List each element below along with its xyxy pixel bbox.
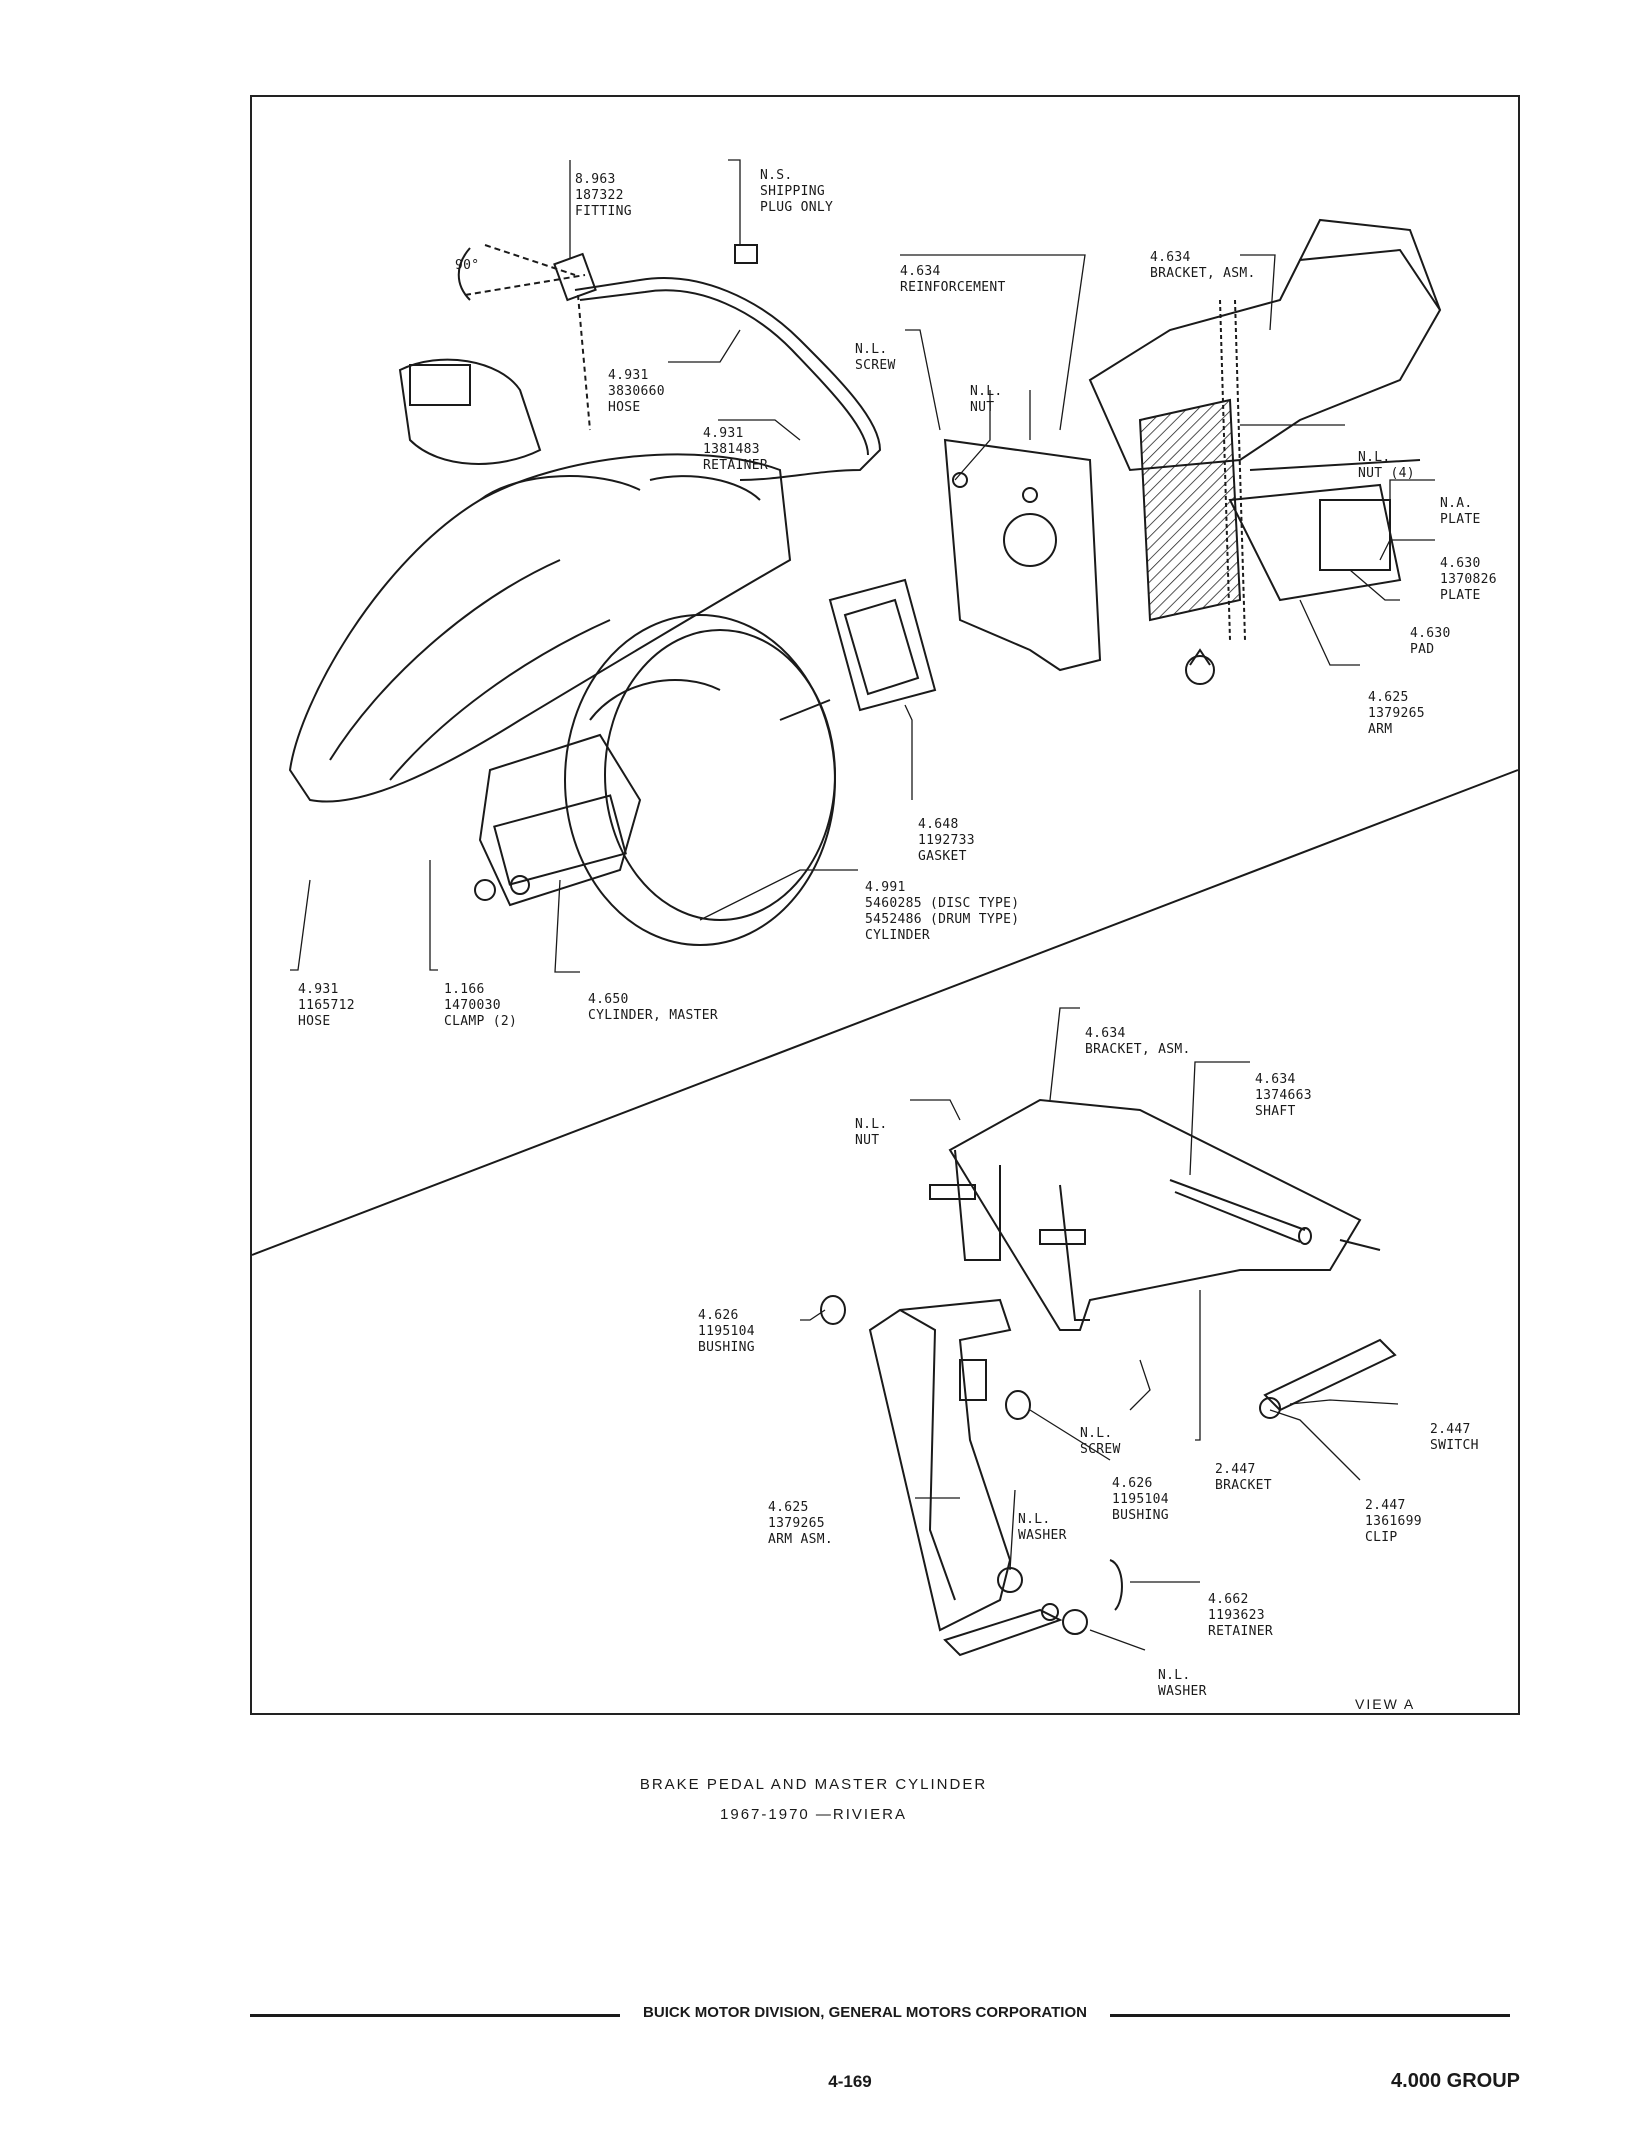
- view-a-switch: [1259, 1338, 1397, 1419]
- brake-hose-line: [574, 277, 882, 481]
- brake-arm-top: [1228, 459, 1421, 602]
- gasket-part: [828, 578, 937, 712]
- callout-nut4: N.L.NUT (4): [1358, 450, 1415, 481]
- footer-division: BUICK MOTOR DIVISION, GENERAL MOTORS COR…: [643, 2004, 1087, 2021]
- callout-screw-top: N.L.SCREW: [855, 342, 896, 373]
- illustration-frame: [250, 95, 1520, 1715]
- view-a-bracket: [948, 1098, 1381, 1331]
- engine-outline: [288, 358, 792, 803]
- view-divider-line: [251, 769, 1519, 1256]
- pedal-bracket-top: [1088, 218, 1442, 641]
- firewall-reinforcement: [943, 438, 1102, 672]
- page-number: 4-169: [828, 2072, 872, 2091]
- booster-cylinder: [564, 614, 836, 946]
- view-a-label: VIEW A: [1355, 1696, 1416, 1712]
- footer-rule-right: [1110, 2014, 1510, 2017]
- group-label: 4.000 GROUP: [1391, 2070, 1520, 2092]
- view-a-bushings: [820, 1295, 1031, 1420]
- callout-plate-na: N.A.PLATE: [1440, 496, 1481, 527]
- view-a-pedal-arm: [868, 1298, 1012, 1632]
- callout-screw-view: N.L.SCREW: [1080, 1426, 1121, 1457]
- view-a-studs: [929, 1184, 1086, 1245]
- view-a-arrow: [1185, 648, 1215, 685]
- leader-lines: [290, 159, 1435, 1651]
- figure-subtitle: 1967-1970 —RIVIERA: [720, 1806, 907, 1823]
- callout-angle: 90°: [455, 258, 480, 273]
- figure-title: BRAKE PEDAL AND MASTER CYLINDER: [639, 1776, 988, 1793]
- view-a-rod: [943, 1603, 1063, 1657]
- callout-washer-bottom: N.L.WASHER: [1158, 1668, 1207, 1699]
- callout-nut-top: N.L.NUT: [970, 384, 1003, 415]
- view-a-washers: [997, 1559, 1123, 1635]
- fitting-part: [457, 244, 597, 431]
- callout-washer-top: N.L.WASHER: [1018, 1512, 1067, 1543]
- callout-nut-view: N.L.NUT: [855, 1117, 888, 1148]
- master-cylinder-part: [474, 733, 642, 907]
- footer-rule-left: [250, 2014, 620, 2017]
- view-a-shaft: [1169, 1179, 1312, 1245]
- shipping-plug: [734, 244, 758, 264]
